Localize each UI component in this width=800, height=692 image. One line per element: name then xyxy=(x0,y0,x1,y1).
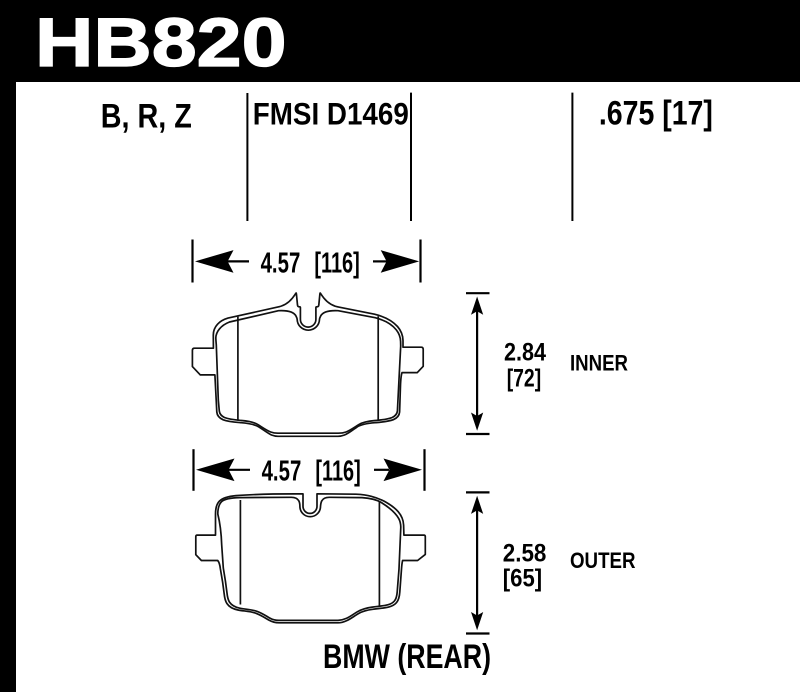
svg-text:[65]: [65] xyxy=(503,565,542,593)
svg-text:.675 [17]: .675 [17] xyxy=(599,95,713,133)
svg-text:2.58: 2.58 xyxy=(503,539,547,567)
svg-text:4.57: 4.57 xyxy=(262,456,302,488)
svg-text:FMSI D1469: FMSI D1469 xyxy=(253,96,409,132)
svg-text:OUTER: OUTER xyxy=(570,548,636,573)
svg-text:2.84: 2.84 xyxy=(504,338,546,366)
svg-text:B, R, Z: B, R, Z xyxy=(101,97,192,135)
svg-text:[116]: [116] xyxy=(315,456,360,488)
svg-text:[116]: [116] xyxy=(314,247,359,279)
svg-text:BMW (REAR): BMW (REAR) xyxy=(323,638,491,676)
svg-text:[72]: [72] xyxy=(507,365,542,393)
svg-text:4.57: 4.57 xyxy=(261,247,301,279)
svg-text:INNER: INNER xyxy=(570,351,628,376)
svg-text:HB820: HB820 xyxy=(35,4,287,81)
